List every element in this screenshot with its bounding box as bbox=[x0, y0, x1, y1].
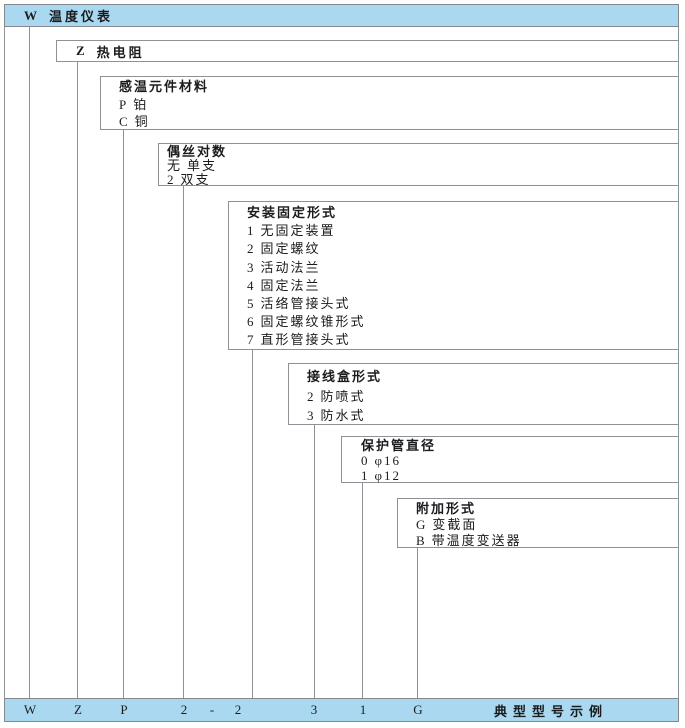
box-sensor-type: Z 热电阻 bbox=[56, 40, 679, 62]
option-row: B 带温度变送器 bbox=[416, 533, 678, 549]
option-code: 0 bbox=[361, 453, 368, 469]
option-code: B bbox=[416, 533, 425, 549]
option-row: 0 φ16 bbox=[361, 453, 678, 468]
option-label: 带温度变送器 bbox=[431, 533, 522, 549]
option-code: G bbox=[416, 517, 426, 533]
option-code: 3 bbox=[307, 408, 314, 423]
model-code-char: 2 bbox=[234, 702, 242, 717]
header-code: W bbox=[24, 7, 37, 23]
connector-line-z bbox=[77, 62, 78, 698]
box-title: 偶丝对数 bbox=[167, 144, 228, 159]
model-code-char: W bbox=[23, 702, 37, 717]
box-title: 安装固定形式 bbox=[247, 205, 338, 220]
connector-line-tube-diameter bbox=[362, 483, 363, 698]
option-row: 3 活动法兰 bbox=[247, 259, 678, 277]
option-label: 直形管接头式 bbox=[260, 332, 351, 348]
model-code-char: G bbox=[413, 702, 423, 717]
model-code-char: Z bbox=[74, 702, 82, 717]
option-row: 3 防水式 bbox=[307, 406, 678, 426]
option-row: 4 固定法兰 bbox=[247, 277, 678, 295]
option-row: 2 防喷式 bbox=[307, 387, 678, 407]
model-code-char: P bbox=[120, 702, 128, 717]
option-row: 7 直形管接头式 bbox=[247, 331, 678, 349]
connector-line-junction-box bbox=[314, 425, 315, 698]
option-label: φ16 bbox=[374, 453, 402, 469]
connector-line-material bbox=[123, 130, 124, 698]
option-code: C bbox=[119, 114, 128, 130]
option-code: 4 bbox=[247, 277, 254, 293]
connector-line-w bbox=[29, 27, 30, 698]
box-title: 感温元件材料 bbox=[119, 79, 210, 94]
option-code: 2 bbox=[167, 171, 174, 187]
header-label: 温度仪表 bbox=[49, 9, 114, 24]
option-row: 2 固定螺纹 bbox=[247, 240, 678, 258]
box-additional-type: 附加形式 G 变截面 B 带温度变送器 bbox=[397, 498, 679, 548]
header-bar: W 温度仪表 bbox=[4, 4, 679, 27]
option-row: 无单支 bbox=[167, 157, 678, 173]
option-label: 防喷式 bbox=[320, 388, 366, 404]
option-code: 1 bbox=[247, 223, 254, 239]
example-caption: 典型型号示例 bbox=[493, 703, 609, 719]
box-title: 接线盒形式 bbox=[307, 369, 383, 384]
option-code: 3 bbox=[247, 259, 254, 275]
box-junction-box-type: 接线盒形式 2 防喷式 3 防水式 bbox=[288, 363, 679, 425]
option-code: 6 bbox=[247, 314, 254, 330]
option-row: G 变截面 bbox=[416, 517, 678, 533]
option-code: 5 bbox=[247, 296, 254, 312]
option-label: 双支 bbox=[180, 171, 211, 187]
model-code-char: 1 bbox=[359, 702, 367, 717]
frame-left-line bbox=[4, 4, 5, 722]
example-model-bar: W Z P 2 - 2 3 1 G 典型型号示例 bbox=[4, 698, 679, 722]
connector-line-mounting bbox=[252, 350, 253, 698]
option-row: 1 φ12 bbox=[361, 468, 678, 483]
sensor-type-label: 热电阻 bbox=[96, 44, 145, 60]
option-code: 2 bbox=[247, 241, 254, 257]
option-label: 防水式 bbox=[320, 408, 366, 423]
option-label: 变截面 bbox=[432, 517, 478, 533]
option-code: 无 bbox=[167, 157, 181, 173]
option-code: P bbox=[119, 96, 127, 112]
connector-line-additional bbox=[417, 548, 418, 698]
option-label: 铂 bbox=[133, 96, 149, 112]
box-protection-tube-diameter: 保护管直径 0 φ16 1 φ12 bbox=[341, 436, 679, 483]
option-label: 固定法兰 bbox=[260, 277, 321, 293]
option-row: 5 活络管接头式 bbox=[247, 295, 678, 313]
option-code: 2 bbox=[307, 388, 314, 404]
box-wire-pairs: 偶丝对数 无单支 2 双支 bbox=[158, 143, 679, 186]
box-title: 附加形式 bbox=[416, 501, 477, 516]
option-code: 7 bbox=[247, 332, 254, 348]
model-code-char: 3 bbox=[310, 702, 318, 717]
option-label: 无固定装置 bbox=[260, 223, 336, 239]
option-label: 固定螺纹 bbox=[260, 241, 321, 257]
option-label: 活络管接头式 bbox=[260, 296, 351, 312]
option-row: 2 双支 bbox=[167, 171, 678, 187]
option-row: 1 无固定装置 bbox=[247, 222, 678, 240]
model-code-char: 2 bbox=[180, 702, 188, 717]
option-label: 铜 bbox=[134, 114, 150, 130]
option-label: 活动法兰 bbox=[260, 259, 321, 275]
option-code: 1 bbox=[361, 468, 368, 484]
sensor-type-code: Z bbox=[76, 43, 85, 58]
model-code-char: - bbox=[209, 702, 215, 717]
option-label: φ12 bbox=[374, 468, 402, 484]
option-row: 6 固定螺纹锥形式 bbox=[247, 313, 678, 331]
option-label: 单支 bbox=[187, 157, 218, 173]
connector-line-wire-pairs bbox=[183, 186, 184, 698]
box-title: 保护管直径 bbox=[361, 438, 437, 453]
option-label: 固定螺纹锥形式 bbox=[260, 314, 366, 330]
